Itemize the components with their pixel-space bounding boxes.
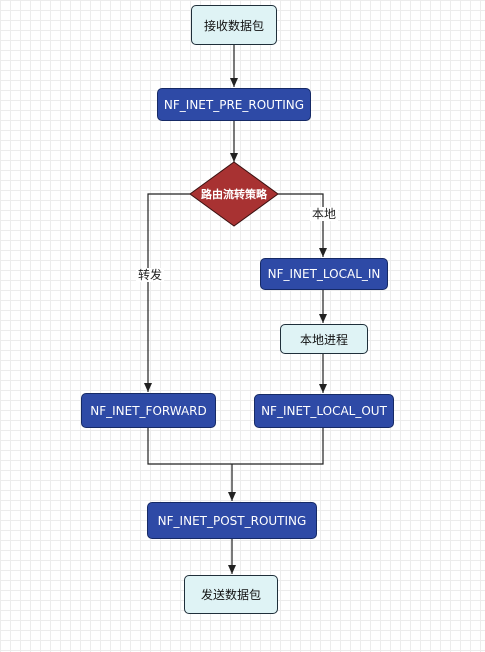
local-in-node: NF_INET_LOCAL_IN — [260, 258, 388, 290]
send-packet-label: 发送数据包 — [200, 588, 261, 602]
receive-packet-label: 接收数据包 — [203, 18, 264, 33]
edge-forward-merge — [147, 428, 232, 465]
local-in-label: NF_INET_LOCAL_IN — [267, 267, 381, 281]
local-process-label: 本地进程 — [299, 332, 348, 347]
local-out-node: NF_INET_LOCAL_OUT — [254, 394, 394, 428]
forward-label: NF_INET_FORWARD — [90, 403, 207, 418]
send-packet-node: 发送数据包 — [184, 575, 278, 614]
forward-node: NF_INET_FORWARD — [81, 393, 216, 428]
edge-decision-to-local-in — [278, 193, 327, 257]
edge-label-forward: 转发 — [136, 268, 165, 282]
edge-local-out-merge — [232, 428, 324, 465]
local-out-label: NF_INET_LOCAL_OUT — [261, 404, 387, 418]
routing-decision-label: 路由流转策略 — [201, 187, 267, 201]
post-routing-label: NF_INET_POST_ROUTING — [157, 513, 307, 528]
post-routing-node: NF_INET_POST_ROUTING — [147, 502, 317, 539]
edge-label-local: 本地 — [310, 207, 339, 221]
pre-routing-node: NF_INET_PRE_ROUTING — [157, 88, 311, 121]
decision-diamond-shape — [189, 161, 279, 227]
local-process-node: 本地进程 — [280, 324, 368, 354]
receive-packet-node: 接收数据包 — [191, 5, 277, 45]
pre-routing-label: NF_INET_PRE_ROUTING — [163, 97, 305, 112]
edge-decision-to-forward — [144, 193, 190, 392]
